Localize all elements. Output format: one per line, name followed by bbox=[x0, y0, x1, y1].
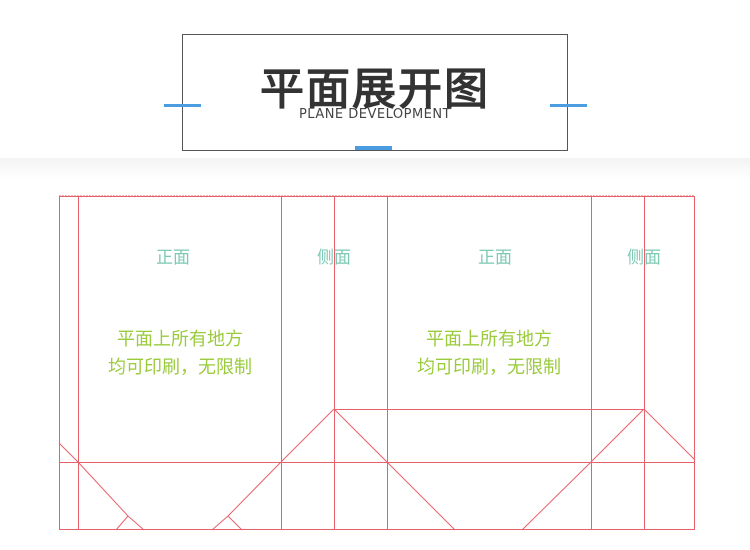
panel-label-side-right: 侧面 bbox=[627, 248, 661, 268]
gusset-diagonal bbox=[333, 408, 388, 463]
gusset-diagonal bbox=[58, 442, 79, 463]
gusset-diagonal bbox=[227, 461, 282, 517]
print-note-line1: 平面上所有地方 bbox=[426, 329, 552, 350]
print-note-line2: 均可印刷，无限制 bbox=[108, 357, 252, 378]
gusset-diagonal bbox=[227, 515, 243, 531]
print-note-left: 平面上所有地方 均可印刷，无限制 bbox=[80, 326, 280, 382]
accent-bar-left bbox=[164, 104, 201, 107]
gusset-diagonal bbox=[280, 408, 335, 463]
gusset-diagonal bbox=[77, 461, 129, 517]
panel-label-front-right: 正面 bbox=[478, 248, 512, 268]
gusset-diagonal bbox=[127, 515, 145, 531]
gusset-diagonal bbox=[521, 461, 592, 531]
header-shadow bbox=[0, 158, 750, 180]
title-box: 平面展开图 PLANE DEVELOPMENT bbox=[182, 34, 568, 151]
print-note-line1: 平面上所有地方 bbox=[117, 329, 243, 350]
accent-bar-bottom bbox=[355, 146, 392, 150]
print-note-right: 平面上所有地方 均可印刷，无限制 bbox=[389, 326, 589, 382]
gusset-diagonal bbox=[115, 515, 129, 531]
panel-label-front-left: 正面 bbox=[156, 248, 190, 268]
accent-bar-right bbox=[550, 104, 587, 107]
gusset-diagonal bbox=[590, 408, 645, 463]
page-title: 平面展开图 bbox=[260, 64, 490, 115]
print-note-line2: 均可印刷，无限制 bbox=[417, 357, 561, 378]
page-subtitle: PLANE DEVELOPMENT bbox=[298, 107, 452, 122]
gusset-diagonal bbox=[211, 515, 229, 531]
gusset-diagonal bbox=[643, 408, 696, 461]
gusset-diagonal bbox=[386, 461, 456, 531]
panel-label-side-left: 侧面 bbox=[317, 248, 351, 268]
